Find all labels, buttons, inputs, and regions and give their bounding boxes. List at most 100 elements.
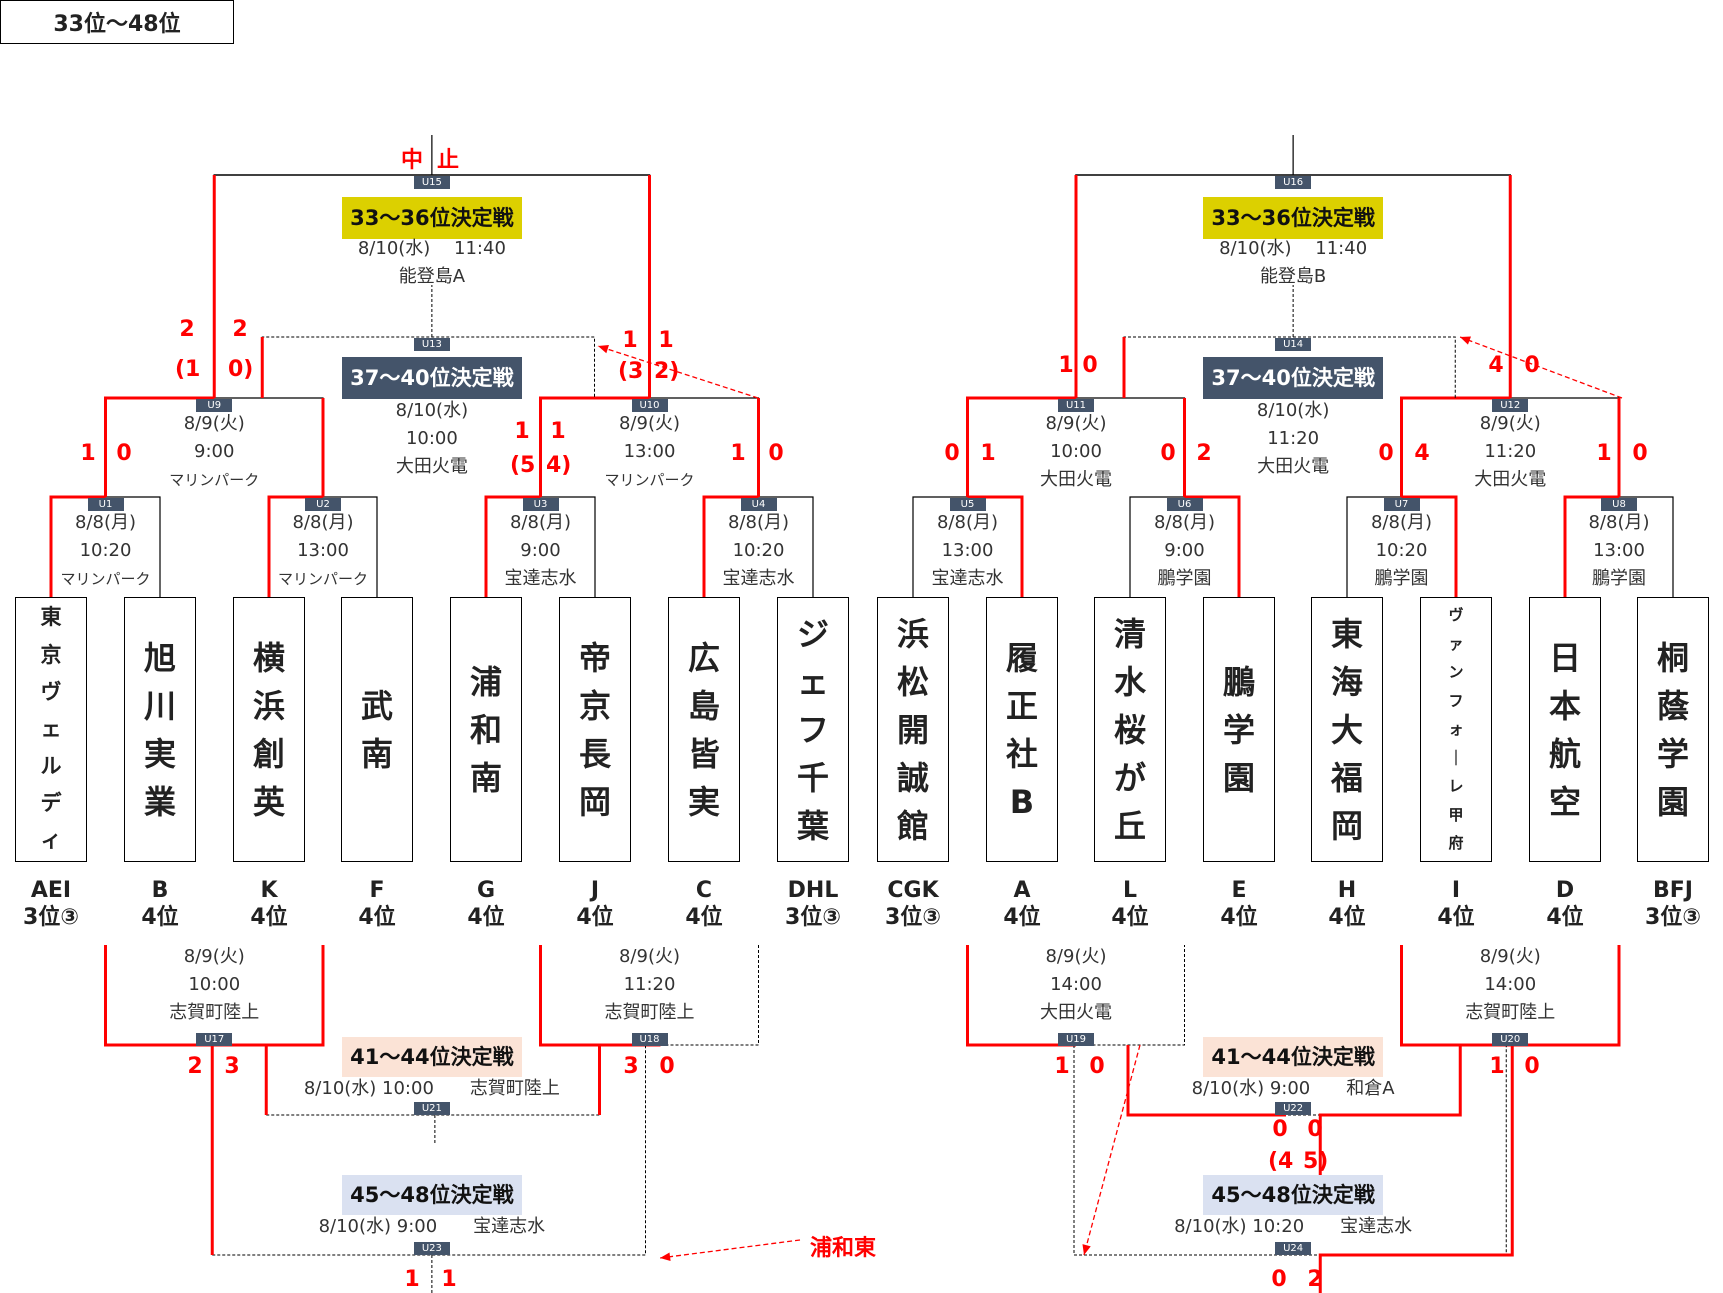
group-code: G (476, 878, 496, 903)
team-name-char: 千 (796, 758, 829, 797)
line-41-44 (1318, 1045, 1462, 1215)
transfer-arrow (1083, 1044, 1141, 1256)
group-code: CGK (887, 878, 939, 903)
match-info-line: 10:00 (1050, 441, 1102, 462)
score-value: (1 (175, 357, 201, 382)
team-name-char: ェ (796, 662, 829, 701)
match-info-line: 10:20 (79, 540, 132, 561)
match-info-line: 8/9(火) (1479, 946, 1541, 967)
team-name-char: 社 (1005, 734, 1038, 773)
score-value: 0) (228, 357, 254, 382)
team-name-char: 誠 (896, 758, 929, 797)
consolation-line (539, 945, 661, 1047)
team-name-char: 実 (687, 782, 720, 821)
team-name-char: ジ (796, 614, 829, 653)
match-id-label: U17 (196, 1033, 233, 1046)
team-box: ジェフ千葉 (777, 597, 849, 862)
match-datetime-venue: 8/10(水) 9:00 和倉A (1191, 1078, 1395, 1099)
group-rank: 4位 (1111, 905, 1149, 930)
match-datetime: 8/10(水) 11:40 (357, 238, 506, 259)
match-id-label: U20 (1492, 1033, 1529, 1046)
team-box: 浦和南 (450, 597, 522, 862)
team-name-char: 館 (896, 806, 929, 845)
team-name-char: 和 (469, 710, 502, 749)
line-41-44 (1126, 1045, 1286, 1117)
score-value: 0 (1271, 1267, 1287, 1292)
match-info-line: 9:00 (1164, 540, 1205, 561)
match-info-line: 8/9(火) (1045, 946, 1107, 967)
team-name-char: 武 (360, 686, 393, 725)
match-info-line: 10:20 (732, 540, 785, 561)
team-name-char: 皆 (687, 734, 720, 773)
group-code: J (590, 878, 600, 903)
team-box: 武南 (341, 597, 413, 862)
team-box: 旭川実業 (124, 597, 196, 862)
team-name-char: 岡 (1330, 806, 1363, 845)
match-info-line: 9:00 (520, 540, 561, 561)
match-info-line: 14:00 (1050, 974, 1102, 995)
round1-winner-line (1401, 495, 1458, 597)
match-id-label: U1 (87, 498, 124, 511)
score-value: 0 (1632, 441, 1648, 466)
team-name-char: 南 (360, 734, 393, 773)
match-info-line: 8/8(月) (509, 512, 571, 533)
match-datetime: 8/10(水) 11:40 (1219, 238, 1368, 259)
team-name-char: ル (40, 753, 62, 778)
score-value: (5 (510, 453, 536, 478)
match-id-label: U2 (305, 498, 341, 511)
team-name-char: 創 (252, 734, 285, 773)
match-info-line: 8/9(火) (183, 413, 245, 434)
bracket-45-48 (1073, 1045, 1507, 1256)
stage-title-45-48: 45〜48位決定戦 (341, 1175, 522, 1215)
team-name-char: ァ (1448, 634, 1464, 653)
match-info-line: 宝達志水 (504, 568, 577, 589)
team-name-char: 松 (896, 662, 929, 701)
team-name-char: 府 (1448, 834, 1464, 853)
team-name-char: 島 (687, 686, 720, 725)
stage-title-33-36: 33〜36位決定戦 (341, 197, 522, 239)
team-name-char: 学 (1656, 734, 1689, 773)
group-code: BFJ (1653, 878, 1693, 903)
score-value: 1 (1489, 1054, 1505, 1079)
score-value: 0 (768, 441, 784, 466)
score-value: (3 (618, 359, 644, 384)
team-name-char: ォ (1448, 720, 1464, 739)
group-code: F (369, 878, 385, 903)
match-info-line: マリンパーク (277, 570, 368, 588)
match-info-line: マリンパーク (604, 471, 695, 489)
match-id-label: U24 (1275, 1242, 1312, 1255)
group-rank: 4位 (141, 905, 179, 930)
arrowhead-icon (1460, 336, 1471, 345)
match-id-label: U22 (1275, 1102, 1312, 1115)
match-info-line: 8/8(月) (74, 512, 136, 533)
match-info-line: 大田火電 (1040, 469, 1112, 490)
group-rank: 4位 (1220, 905, 1258, 930)
match-info-line: マリンパーク (60, 570, 151, 588)
group-rank: 4位 (1003, 905, 1041, 930)
round1-winner-line (49, 495, 106, 597)
match-info-line: 13:00 (941, 540, 994, 561)
match-info-line: 志賀町陸上 (1465, 1002, 1556, 1023)
score-value: (4 (1268, 1149, 1294, 1174)
match-id-label: U3 (522, 498, 559, 511)
score-value: 5) (1303, 1149, 1329, 1174)
group-rank: 4位 (1546, 905, 1584, 930)
score-value: 2) (654, 359, 680, 384)
match-info-line: 9:00 (194, 441, 235, 462)
team-name-char: 岡 (578, 782, 611, 821)
match-info: 8/8(月) 9:00 宝達志水 (461, 509, 621, 593)
team-name-char: 学 (1222, 710, 1255, 749)
round2-winner-line (1400, 396, 1511, 497)
match-info-line: 鵬学園 (1374, 568, 1429, 589)
match-info-line: 8/9(火) (1479, 413, 1541, 434)
